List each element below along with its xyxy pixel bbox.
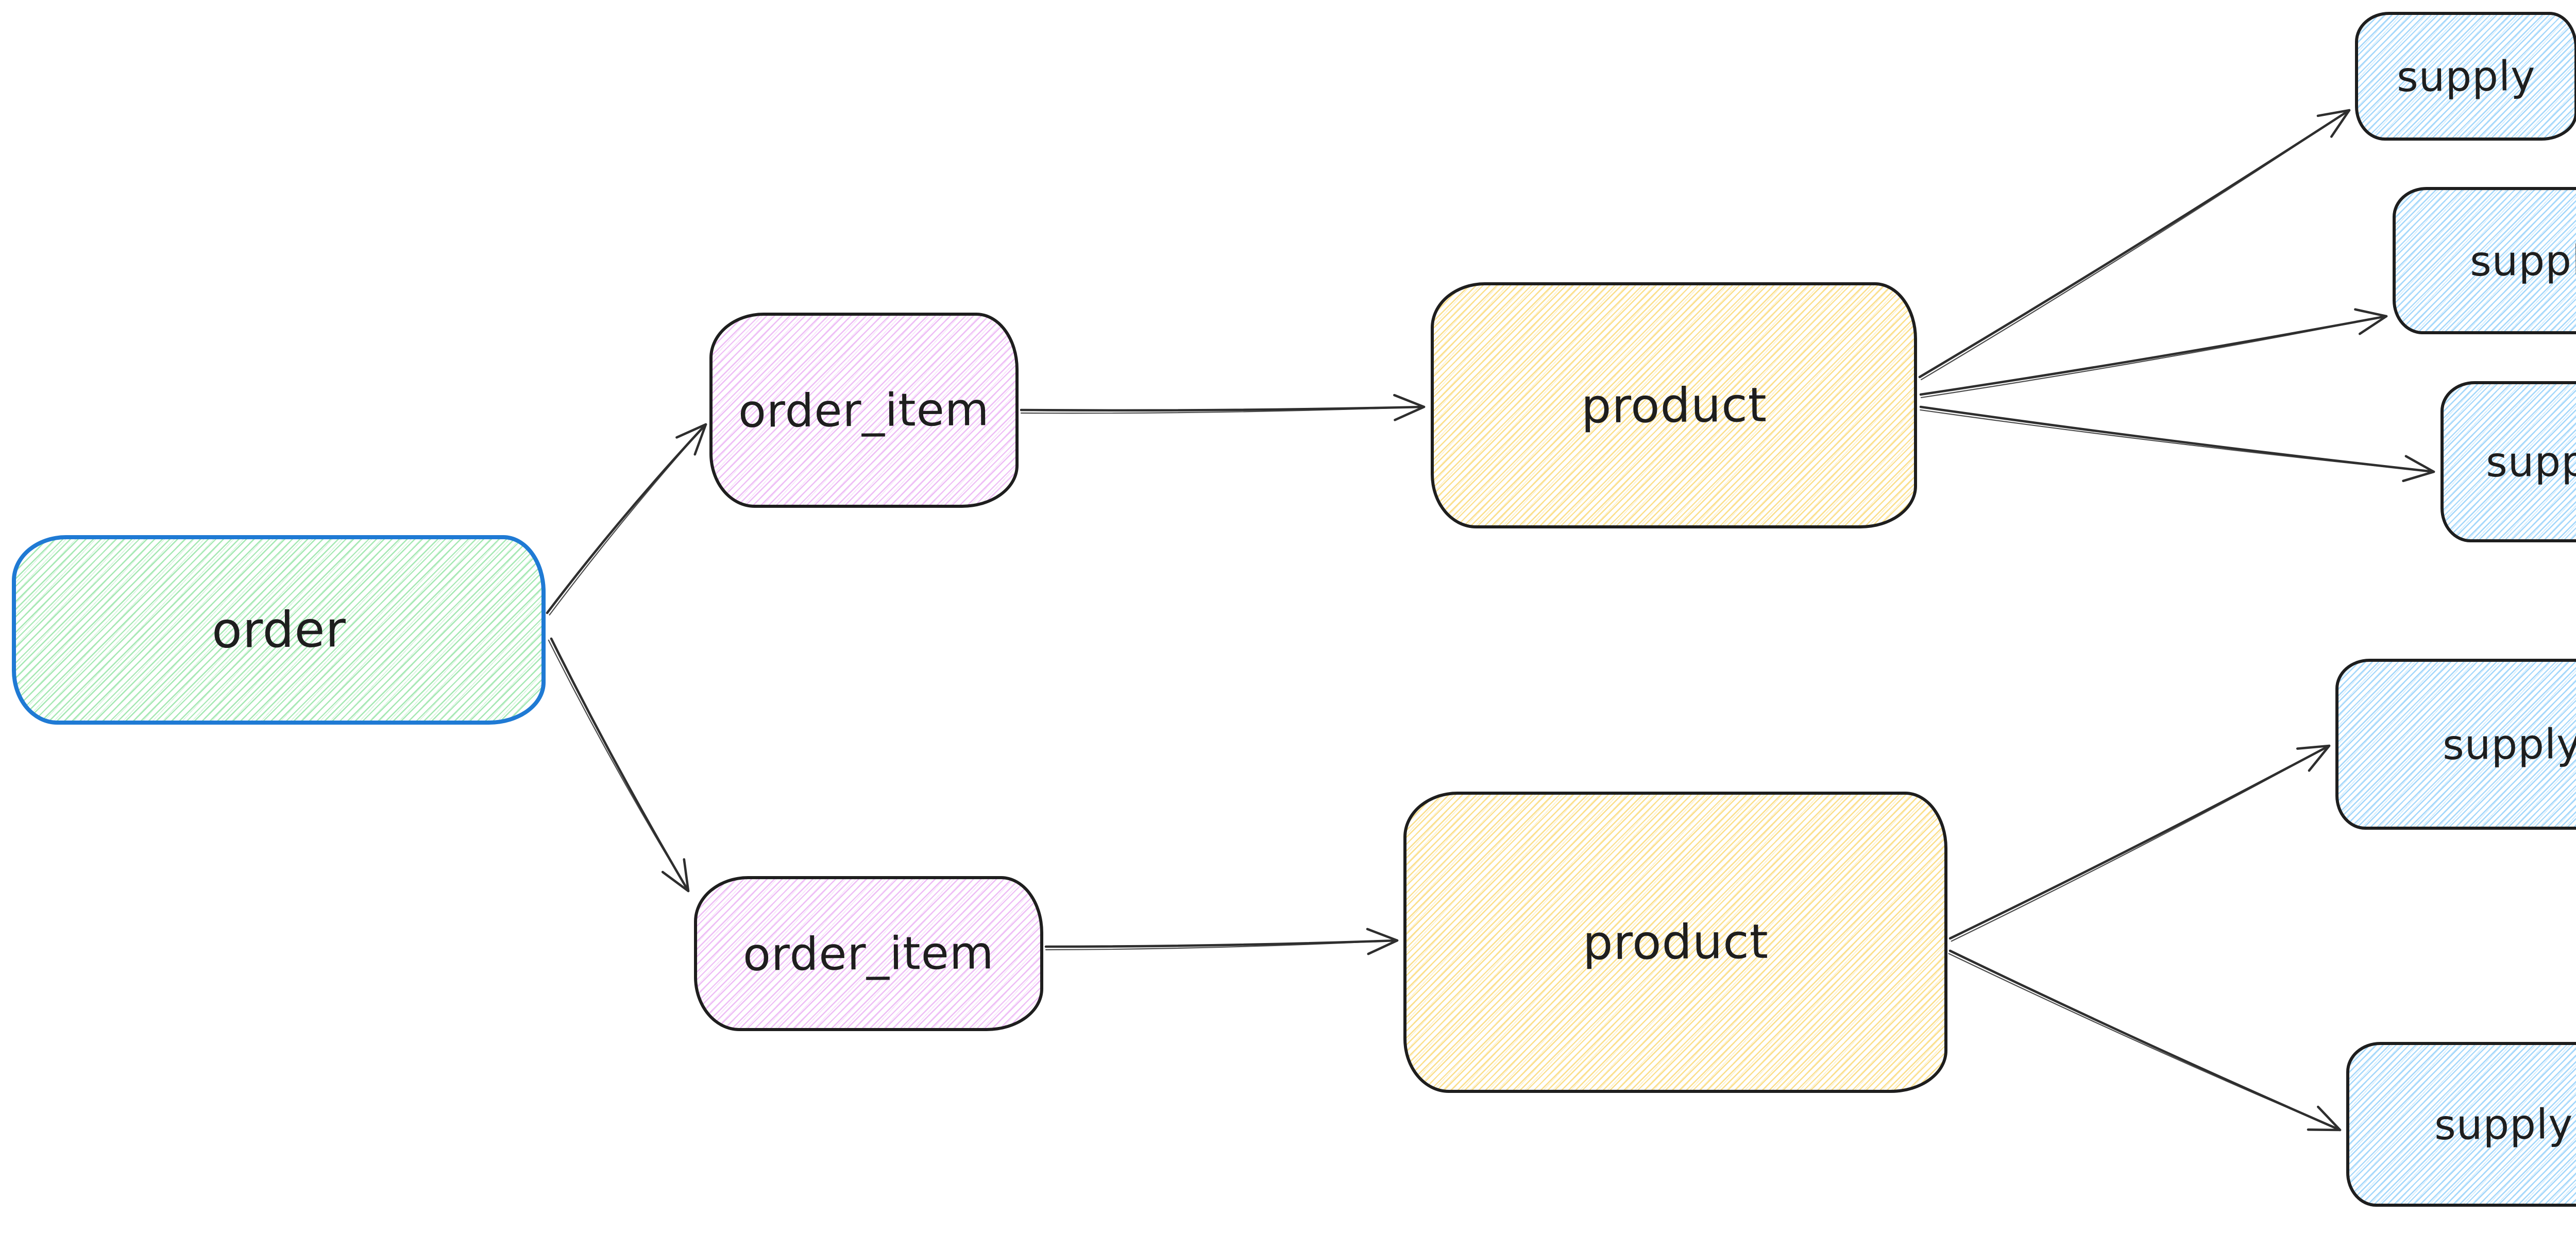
arrow-head — [2402, 455, 2435, 483]
node-product-top-label: product — [1581, 377, 1767, 434]
node-order-item-bottom[interactable]: order_item — [694, 876, 1043, 1031]
arrow-head — [1393, 393, 1426, 421]
arrow-product_top-to-supply_3[interactable] — [1919, 405, 2435, 483]
node-order-item-top-label: order_item — [738, 383, 990, 438]
arrow-head — [2307, 1105, 2342, 1132]
arrow-line — [1919, 405, 2435, 473]
arrow-line-overdraw — [1920, 315, 2387, 399]
arrow-order-to-order_item_top[interactable] — [546, 423, 707, 615]
arrow-order_item_top-to-product_top[interactable] — [1020, 393, 1426, 421]
arrow-line-overdraw — [1045, 939, 1398, 951]
arrow-line — [1948, 949, 2342, 1132]
arrow-head — [675, 423, 707, 456]
arrow-line-overdraw — [1920, 409, 2435, 473]
node-product-top[interactable]: product — [1431, 282, 1917, 528]
arrow-line — [550, 637, 690, 893]
arrow-product_top-to-supply_1[interactable] — [1918, 109, 2351, 381]
node-supply-2-label: supply — [2469, 236, 2576, 285]
node-supply-2[interactable]: supply — [2393, 187, 2576, 334]
arrow-line-overdraw — [1020, 406, 1425, 414]
arrow-head — [661, 858, 690, 893]
node-order-item-bottom-label: order_item — [742, 926, 995, 981]
node-product-bottom[interactable]: product — [1403, 792, 1947, 1093]
arrow-head — [2296, 744, 2331, 772]
node-supply-4-label: supply — [2442, 720, 2576, 769]
arrow-line — [546, 423, 707, 614]
arrow-product_bottom-to-supply_4[interactable] — [1948, 744, 2331, 942]
arrow-line-overdraw — [1921, 109, 2350, 381]
node-supply-1[interactable]: supply — [2355, 12, 2576, 141]
node-order[interactable]: order — [12, 535, 546, 725]
arrow-head — [1366, 928, 1399, 955]
node-supply-5-label: supply — [2434, 1100, 2573, 1149]
arrow-line — [1919, 315, 2388, 396]
node-supply-1-label: supply — [2396, 52, 2536, 101]
node-supply-3-label: supply — [2485, 437, 2576, 486]
arrow-line-overdraw — [549, 423, 707, 615]
arrow-line — [1918, 109, 2351, 379]
arrow-line-overdraw — [1948, 953, 2341, 1131]
arrow-line — [1020, 405, 1426, 412]
node-supply-4[interactable]: supply — [2335, 659, 2576, 830]
arrow-order-to-order_item_bottom[interactable] — [548, 637, 690, 893]
node-order-label: order — [211, 601, 346, 659]
node-supply-3[interactable]: supply — [2441, 381, 2576, 542]
node-supply-5[interactable]: supply — [2346, 1042, 2576, 1207]
arrow-head — [2316, 109, 2351, 138]
arrow-line — [1948, 744, 2331, 940]
arrow-head — [2354, 308, 2388, 335]
arrow-order_item_bottom-to-product_bottom[interactable] — [1044, 928, 1399, 955]
arrow-line — [1044, 939, 1399, 948]
node-order-item-top[interactable]: order_item — [709, 313, 1019, 508]
node-product-bottom-label: product — [1582, 914, 1769, 971]
arrow-line-overdraw — [548, 639, 689, 892]
arrow-product_top-to-supply_2[interactable] — [1919, 308, 2388, 399]
arrow-product_bottom-to-supply_5[interactable] — [1948, 949, 2342, 1132]
arrow-line-overdraw — [1951, 745, 2330, 942]
